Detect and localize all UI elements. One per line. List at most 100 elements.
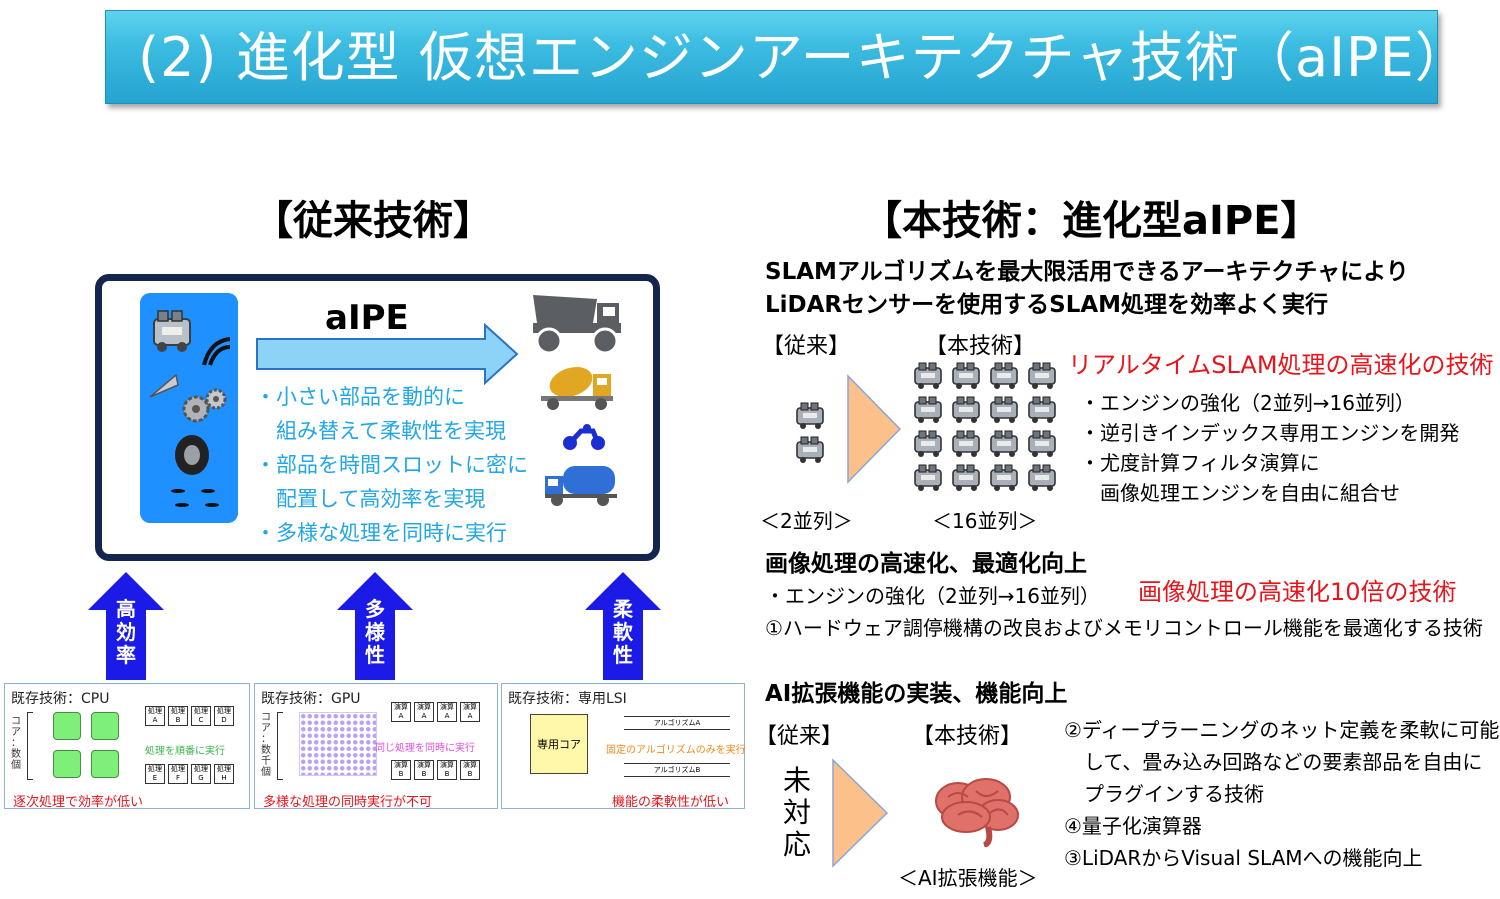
image-line-2: ①ハードウェア調停機構の改良およびメモリコントロール機能を最適化する技術 bbox=[765, 616, 1483, 640]
engine-icon bbox=[952, 464, 980, 491]
benefit-line: ・小さい部品を動的に bbox=[255, 385, 465, 409]
diversity-arrow: 多 様 性 bbox=[335, 570, 415, 686]
arrow-char: 性 bbox=[365, 643, 385, 667]
ai-section-title: AI拡張機能の実装、機能向上 bbox=[765, 681, 1068, 707]
ai-item: して、畳み込み回路などの要素部品を自由に bbox=[1064, 750, 1483, 774]
engine-icon bbox=[796, 402, 824, 429]
lsi-box: 既存技術：専用LSI 専用コア アルゴリズムA 固定のアルゴリズムのみを実行 ア… bbox=[501, 683, 746, 810]
cpu-core bbox=[91, 750, 119, 778]
engine-icon bbox=[990, 464, 1018, 491]
slam-bullet: ・尤度計算フィルタ演算に bbox=[1080, 451, 1320, 475]
ai-label-new: 【本技術】 bbox=[912, 724, 1023, 749]
engine-icon bbox=[1028, 362, 1056, 389]
engine-icon bbox=[990, 430, 1018, 457]
left-heading: 【従来技術】 bbox=[253, 198, 493, 244]
engine-icon bbox=[914, 430, 942, 457]
ai-item-list: ②ディープラーニングのネット定義を柔軟に可能に して、畳み込み回路などの要素部品… bbox=[1064, 714, 1500, 874]
bracket bbox=[27, 712, 33, 780]
arrow-char: 効 bbox=[116, 620, 136, 644]
flexibility-arrow: 柔 軟 性 bbox=[583, 570, 663, 686]
cpu-title: 既存技術：CPU bbox=[11, 691, 110, 707]
new-engine-group bbox=[912, 360, 1064, 500]
arrow-char: 性 bbox=[613, 643, 633, 667]
dump-truck-icon bbox=[533, 295, 621, 355]
lsi-footer: 機能の柔軟性が低い bbox=[612, 795, 730, 810]
aipe-right-arrow bbox=[256, 323, 519, 385]
tanker-truck-icon bbox=[545, 466, 617, 506]
gpu-title: 既存技術：GPU bbox=[261, 691, 361, 707]
slam-label-new: 【本技術】 bbox=[925, 334, 1036, 359]
up-arrow-shape bbox=[88, 572, 164, 680]
ai-item: プラグインする技術 bbox=[1064, 782, 1264, 806]
engine-icon bbox=[952, 396, 980, 423]
arrow-char: 柔 bbox=[613, 597, 633, 621]
ai-unsupported: 未 対 応 bbox=[783, 764, 812, 861]
cpu-core bbox=[91, 712, 119, 740]
cpu-footer: 逐次処理で効率が低い bbox=[13, 795, 144, 810]
slam-bullet: 画像処理エンジンを自由に組合せ bbox=[1080, 481, 1400, 505]
benefit-line: 組み替えて柔軟性を実現 bbox=[255, 419, 506, 443]
benefit-line: ・多様な処理を同時に実行 bbox=[255, 521, 507, 545]
image-bullet: ・エンジンの強化（2並列→16並列） bbox=[765, 584, 1100, 608]
up-arrow-shape bbox=[585, 572, 661, 680]
engine-icon bbox=[1028, 464, 1056, 491]
page-title: (2) 進化型 仮想エンジンアーキテクチャ技術（aIPE） bbox=[138, 26, 1470, 89]
engine-icon bbox=[796, 436, 824, 463]
slam-caption-new: ＜16並列＞ bbox=[932, 509, 1038, 533]
gpu-core-grid bbox=[299, 712, 377, 776]
drill-bit-icon bbox=[149, 373, 179, 398]
engine-icon bbox=[1028, 396, 1056, 423]
conventional-engine-group bbox=[794, 400, 830, 470]
ai-caption-new: ＜AI拡張機能＞ bbox=[898, 866, 1038, 890]
ai-item: ②ディープラーニングのネット定義を柔軟に可能に bbox=[1064, 718, 1500, 742]
tire-icon bbox=[175, 435, 209, 475]
brain-icon bbox=[935, 778, 1019, 847]
engine-icon bbox=[952, 430, 980, 457]
engine-icon bbox=[1028, 430, 1056, 457]
slam-bullet-list: ・エンジンの強化（2並列→16並列） ・逆引きインデックス専用エンジンを開発 ・… bbox=[1080, 388, 1459, 508]
cpu-middle-note: 処理を順番に実行 bbox=[145, 746, 225, 757]
image-red-title: 画像処理の高速化10倍の技術 bbox=[1138, 578, 1457, 606]
slam-label-conventional: 【従来】 bbox=[762, 334, 851, 359]
lsi-title: 既存技術：専用LSI bbox=[508, 691, 627, 707]
bracket bbox=[277, 712, 283, 780]
mixer-truck-icon bbox=[541, 367, 613, 410]
ai-item: ④量子化演算器 bbox=[1064, 814, 1202, 838]
right-heading: 【本技術：進化型aIPE】 bbox=[862, 198, 1321, 244]
engine-icon bbox=[990, 396, 1018, 423]
slam-caption-conventional: ＜2並列＞ bbox=[760, 509, 853, 533]
lsi-middle-note: 固定のアルゴリズムのみを実行 bbox=[606, 745, 746, 756]
progress-triangle-icon bbox=[832, 758, 889, 868]
arrow-char: 軟 bbox=[613, 620, 633, 644]
cpu-core bbox=[53, 712, 81, 740]
slam-bullet: ・逆引きインデックス専用エンジンを開発 bbox=[1080, 421, 1460, 445]
algorithm-a: アルゴリズムA bbox=[624, 716, 730, 730]
engine-icon bbox=[914, 362, 942, 389]
title-banner: (2) 進化型 仮想エンジンアーキテクチャ技術（aIPE） bbox=[105, 10, 1469, 104]
engine-block-icon bbox=[153, 310, 191, 352]
slam-bullet: ・エンジンの強化（2並列→16並列） bbox=[1080, 391, 1415, 415]
arrow-char: 高 bbox=[116, 597, 136, 621]
lsi-core: 専用コア bbox=[530, 714, 588, 774]
engine-icon bbox=[914, 396, 942, 423]
arrow-char: 様 bbox=[365, 620, 385, 644]
